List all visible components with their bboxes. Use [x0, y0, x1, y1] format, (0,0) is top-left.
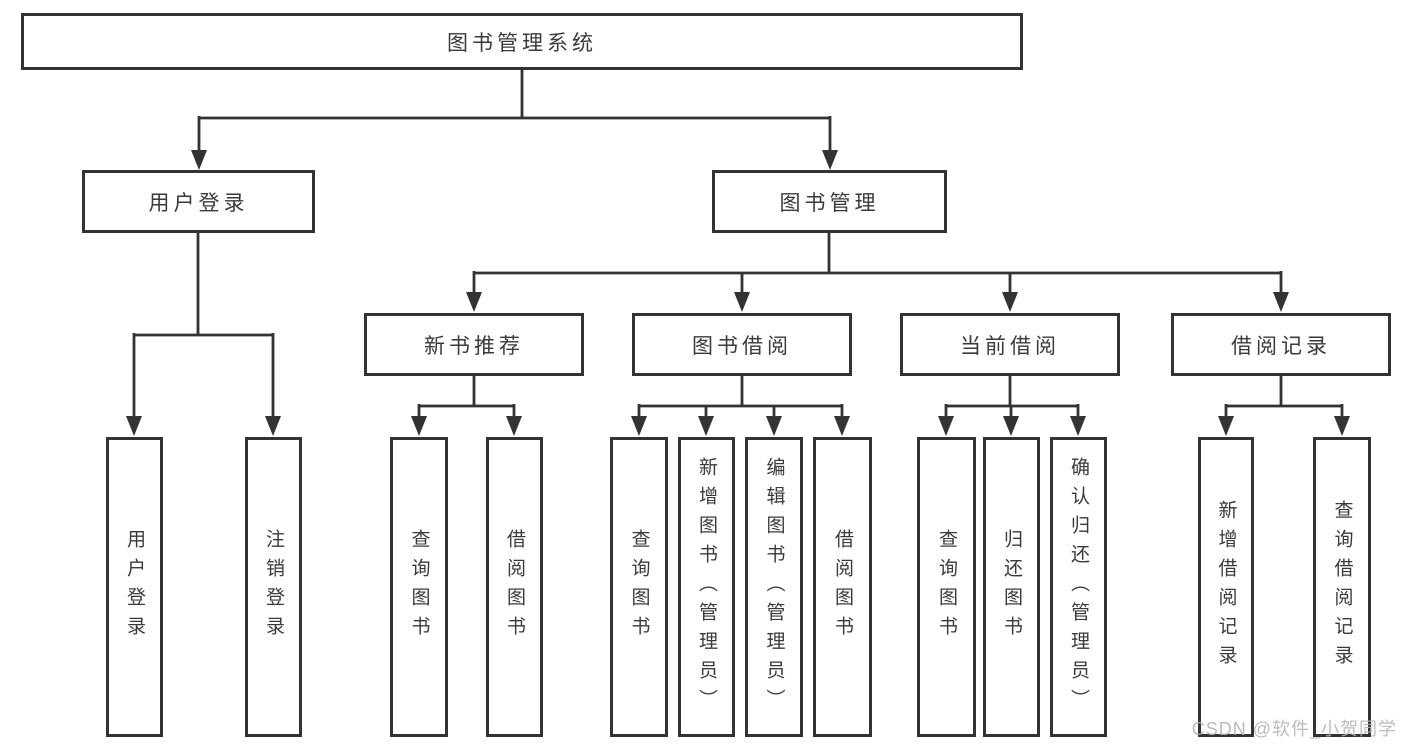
- node-root: 图书管理系统: [21, 13, 1023, 70]
- node-leaf-add-borrow-record-label: 新增借阅记录: [1215, 500, 1237, 674]
- connector-current-children: [938, 376, 1086, 436]
- connector-book-mgmt-to-level3: [466, 233, 1289, 312]
- node-borrow-records: 借阅记录: [1171, 313, 1391, 376]
- node-new-book-recommend-label: 新书推荐: [424, 334, 524, 358]
- connector-records-children: [1218, 376, 1350, 436]
- node-leaf-query-borrow-record-label: 查询借阅记录: [1331, 500, 1353, 674]
- node-leaf-query-borrow-record: 查询借阅记录: [1313, 437, 1371, 737]
- node-leaf-add-books-admin: 新增图书（管理员）: [678, 437, 735, 737]
- node-leaf-borrow-books-recommend-label: 借阅图书: [504, 529, 525, 645]
- node-leaf-query-books-recommend-label: 查询图书: [408, 529, 430, 645]
- connector-root-to-level2: [191, 70, 838, 170]
- node-leaf-user-login: 用户登录: [106, 437, 163, 737]
- node-leaf-confirm-return-admin: 确认归还（管理员）: [1050, 437, 1107, 737]
- node-user-login: 用户登录: [82, 170, 315, 233]
- connector-borrow-children: [631, 376, 850, 436]
- node-leaf-query-books-borrow: 查询图书: [610, 437, 668, 737]
- node-leaf-return-books: 归还图书: [983, 437, 1040, 737]
- connector-new-rec-children: [411, 376, 522, 436]
- node-leaf-add-borrow-record: 新增借阅记录: [1198, 437, 1254, 737]
- node-leaf-logout-label: 注销登录: [263, 529, 284, 645]
- node-leaf-borrow-books-recommend: 借阅图书: [486, 437, 543, 737]
- node-book-management-label: 图书管理: [779, 191, 880, 215]
- node-current-borrow: 当前借阅: [900, 313, 1120, 376]
- node-book-borrow-label: 图书借阅: [692, 334, 792, 358]
- node-leaf-add-books-admin-label: 新增图书（管理员）: [696, 456, 717, 718]
- node-leaf-query-books-recommend: 查询图书: [390, 437, 448, 737]
- node-leaf-borrow-books-label: 借阅图书: [832, 529, 853, 645]
- connector-user-login-children: [126, 233, 281, 436]
- node-leaf-edit-books-admin-label: 编辑图书（管理员）: [763, 456, 785, 718]
- watermark: CSDN @软件_小贺同学: [1191, 719, 1397, 739]
- node-leaf-logout: 注销登录: [245, 437, 302, 737]
- node-leaf-query-books-current: 查询图书: [917, 437, 976, 737]
- node-borrow-records-label: 借阅记录: [1231, 334, 1331, 358]
- node-root-label: 图书管理系统: [447, 31, 597, 55]
- node-leaf-query-books-borrow-label: 查询图书: [628, 529, 650, 645]
- node-user-login-label: 用户登录: [148, 191, 249, 215]
- node-leaf-confirm-return-admin-label: 确认归还（管理员）: [1068, 456, 1089, 718]
- node-leaf-query-books-current-label: 查询图书: [936, 529, 957, 645]
- node-leaf-edit-books-admin: 编辑图书（管理员）: [745, 437, 803, 737]
- node-new-book-recommend: 新书推荐: [364, 313, 584, 376]
- node-leaf-user-login-label: 用户登录: [124, 529, 145, 645]
- node-book-management: 图书管理: [712, 170, 947, 233]
- node-leaf-return-books-label: 归还图书: [1001, 529, 1022, 645]
- node-current-borrow-label: 当前借阅: [960, 334, 1060, 358]
- node-book-borrow: 图书借阅: [632, 313, 852, 376]
- node-leaf-borrow-books: 借阅图书: [813, 437, 872, 737]
